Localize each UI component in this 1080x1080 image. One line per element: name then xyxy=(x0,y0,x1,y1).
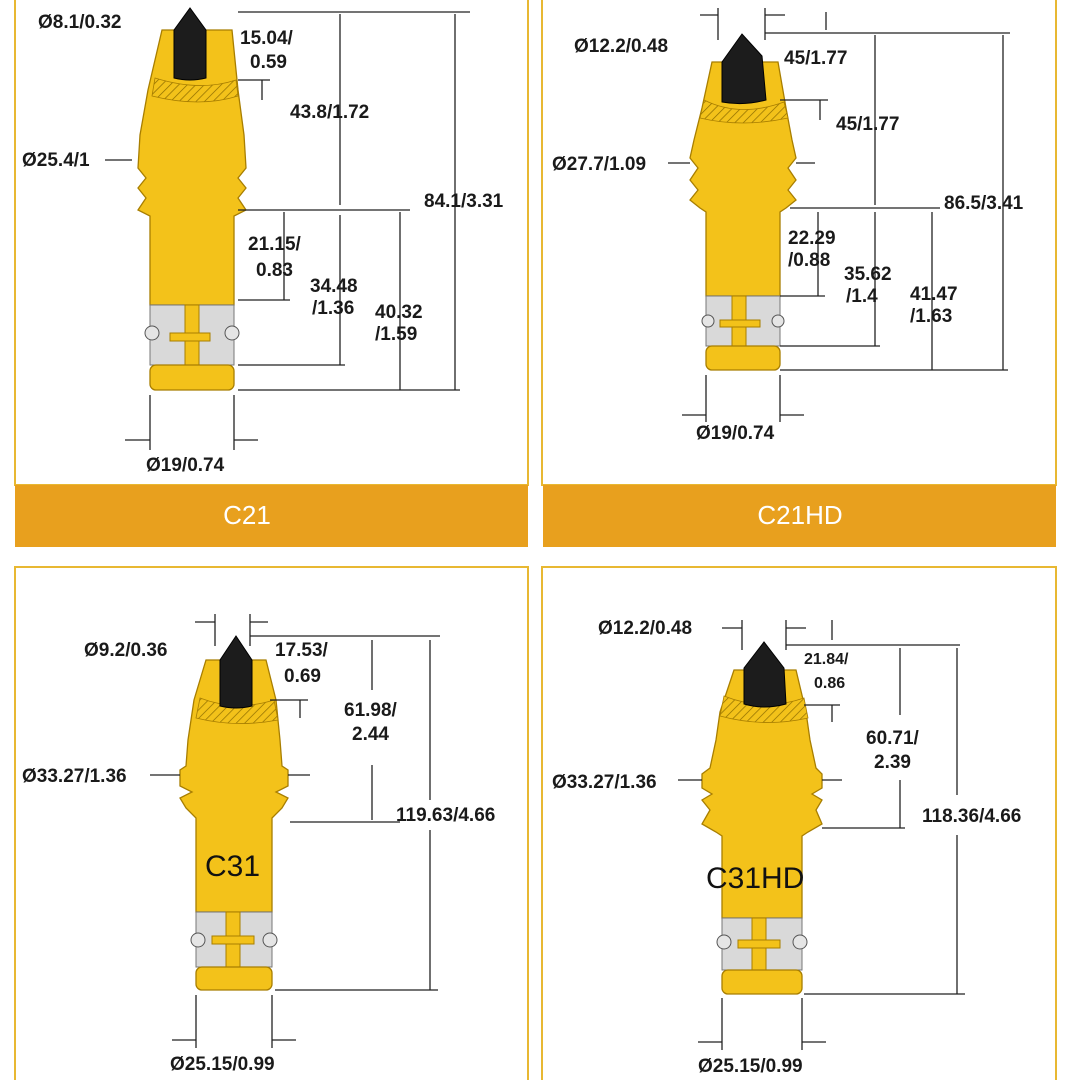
cutting-tool-c21 xyxy=(137,7,247,391)
dim-collar-diameter: Ø25.4/1 xyxy=(22,150,90,171)
dim-tip-length: 45/1.77 xyxy=(784,48,847,69)
cutting-tool-c21hd xyxy=(689,33,797,371)
dim-tip-length-b: 0.86 xyxy=(814,675,845,692)
dim-tip-length-a: 21.84/ xyxy=(804,651,849,668)
panel-c21: C21 xyxy=(14,0,529,547)
dim-total-length: 118.36/4.66 xyxy=(922,806,1021,827)
dim-tip-diameter: Ø8.1/0.32 xyxy=(38,12,121,33)
dim-collar-diameter: Ø27.7/1.09 xyxy=(552,154,646,175)
dim-d1-b: /0.88 xyxy=(788,250,830,271)
dim-tip-diameter: Ø12.2/0.48 xyxy=(574,36,668,57)
dim-shank-diameter: Ø25.15/0.99 xyxy=(698,1056,803,1077)
dim-head-length-b: 2.39 xyxy=(874,752,911,773)
dim-d3-b: /1.59 xyxy=(375,324,417,345)
dim-shank-diameter: Ø19/0.74 xyxy=(696,423,775,444)
dim-total-length: 84.1/3.31 xyxy=(424,191,504,212)
dim-d2-a: 35.62 xyxy=(844,264,892,285)
dim-tip-length-b: 0.69 xyxy=(284,666,321,687)
panel-c21hd: C21HD xyxy=(541,0,1057,547)
name-banner xyxy=(543,485,1056,547)
dim-d1-b: 0.83 xyxy=(256,260,293,281)
dim-d1-a: 22.29 xyxy=(788,228,836,249)
dim-tip-diameter: Ø12.2/0.48 xyxy=(598,618,692,639)
dim-head-length-a: 61.98/ xyxy=(344,700,398,721)
dimension-lines xyxy=(150,614,440,1048)
panel-frame xyxy=(14,0,529,486)
dim-total-length: 119.63/4.66 xyxy=(396,805,495,826)
dim-collar-diameter: Ø33.27/1.36 xyxy=(552,772,657,793)
dim-tip-length-b: 0.59 xyxy=(250,52,287,73)
dimension-lines xyxy=(668,8,1010,422)
panel-frame xyxy=(541,0,1057,486)
dim-tip-length-a: 17.53/ xyxy=(275,640,329,661)
name-banner xyxy=(15,485,528,547)
dim-d3-b: /1.63 xyxy=(910,306,952,327)
tool-name: C21HD xyxy=(757,500,842,530)
dim-collar-diameter: Ø33.27/1.36 xyxy=(22,766,127,787)
dim-shank-diameter: Ø19/0.74 xyxy=(146,455,225,476)
panel-c31hd: C31HD Ø12.2/0.48 21.84/ 0.86 60. xyxy=(541,566,1057,1080)
dim-tip-length-a: 15.04/ xyxy=(240,28,294,49)
dim-d3-a: 41.47 xyxy=(910,284,958,305)
dim-d3-a: 40.32 xyxy=(375,302,423,323)
panel-c31: C31 Ø9.2/0.36 17.53/ 0.69 61.98/ 2. xyxy=(14,566,529,1080)
dim-total-length: 86.5/3.41 xyxy=(944,193,1024,214)
dim-d2-b: /1.4 xyxy=(846,286,878,307)
dim-d1-a: 21.15/ xyxy=(248,234,302,255)
dimension-lines xyxy=(678,620,965,1050)
dim-head-length: 45/1.77 xyxy=(836,114,899,135)
tool-name: C21 xyxy=(223,500,271,530)
dim-tip-diameter: Ø9.2/0.36 xyxy=(84,640,167,661)
dim-head-length-b: 2.44 xyxy=(352,724,389,745)
dim-head-length: 43.8/1.72 xyxy=(290,102,369,123)
dimension-lines xyxy=(105,11,470,450)
dim-d2-b: /1.36 xyxy=(312,298,354,319)
tool-name-label: C31HD xyxy=(706,862,804,895)
dim-shank-diameter: Ø25.15/0.99 xyxy=(170,1054,275,1075)
cutting-tool-c31 xyxy=(179,635,289,991)
tool-name-label: C31 xyxy=(205,850,260,883)
dim-d2-a: 34.48 xyxy=(310,276,358,297)
dim-head-length-a: 60.71/ xyxy=(866,728,920,749)
cutting-tool-c31hd xyxy=(701,641,823,995)
